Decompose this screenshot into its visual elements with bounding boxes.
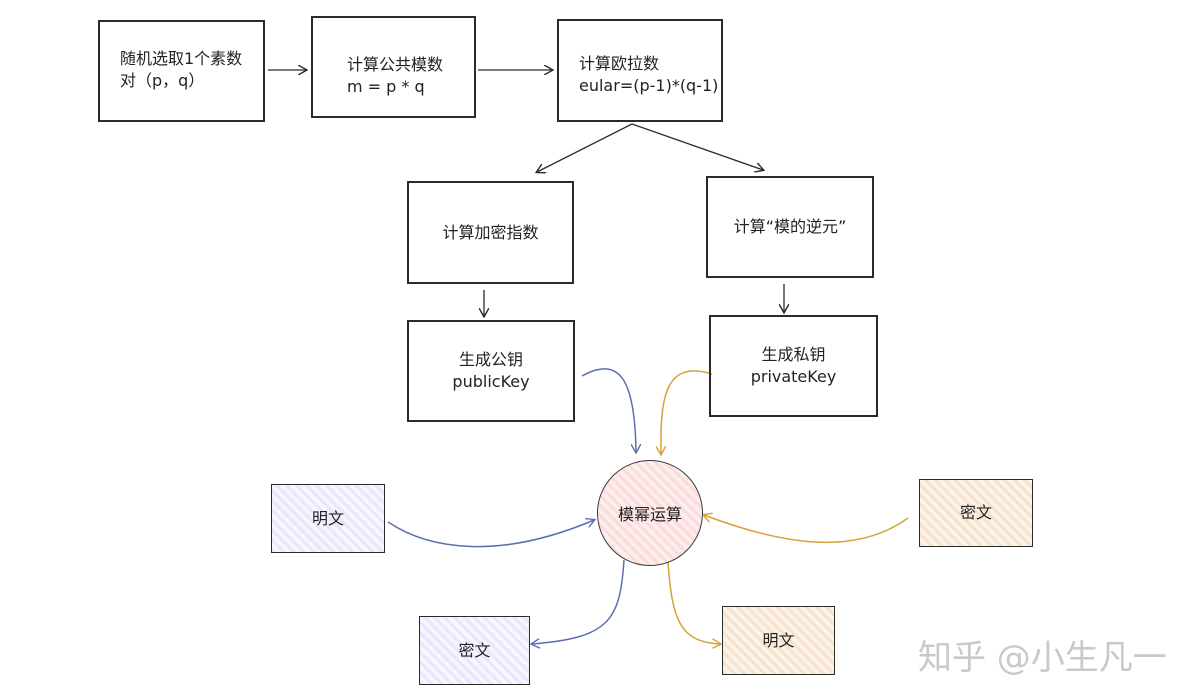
arrow-mod-power-to-ciphertext: [532, 559, 625, 644]
node-plaintext-input: 明文: [271, 484, 385, 553]
arrow-public-key-to-mod-power: [581, 368, 636, 452]
node-modular-inverse-label: 计算“模的逆元”: [733, 217, 847, 236]
node-public-key-line2: publicKey: [452, 372, 530, 391]
node-plaintext-output: 明文: [722, 606, 835, 675]
node-select-primes-line1: 随机选取1个素数: [120, 49, 243, 68]
node-ciphertext-output-label: 密文: [458, 640, 491, 660]
node-mod-power-label: 模幂运算: [617, 505, 682, 524]
node-euler-line1: 计算欧拉数: [579, 54, 660, 73]
zhihu-watermark: 知乎 @小生凡一: [918, 638, 1167, 678]
arrow-euler-to-modular-inverse: [631, 123, 763, 170]
node-select-primes-line2: 对（p，q）: [120, 71, 205, 90]
arrow-mod-power-to-plaintext: [667, 561, 720, 644]
arrow-private-key-to-mod-power: [661, 370, 713, 454]
node-euler-line2: eular=(p-1)*(q-1): [579, 76, 719, 95]
arrow-plaintext-to-mod-power: [387, 520, 594, 548]
node-mod-power: 模幂运算: [597, 460, 703, 566]
node-public-modulus-line1: 计算公共模数: [347, 55, 444, 74]
node-plaintext-input-label: 明文: [311, 508, 344, 528]
node-ciphertext-output: 密文: [419, 616, 530, 685]
node-select-primes: 随机选取1个素数 对（p，q）: [98, 20, 265, 122]
node-private-key-line2: privateKey: [750, 367, 837, 386]
arrow-euler-to-encrypt-exponent: [537, 123, 633, 172]
node-public-modulus: 计算公共模数 m = p * q: [311, 16, 476, 118]
arrow-ciphertext-to-mod-power: [704, 515, 909, 544]
node-encrypt-exponent: 计算加密指数: [407, 181, 574, 284]
node-encrypt-exponent-label: 计算加密指数: [442, 222, 539, 242]
node-ciphertext-input-label: 密文: [959, 503, 992, 522]
node-private-key-line1: 生成私钥: [761, 345, 826, 364]
node-public-key: 生成公钥 publicKey: [407, 320, 575, 422]
node-modular-inverse: 计算“模的逆元”: [706, 176, 874, 278]
node-public-modulus-line2: m = p * q: [347, 77, 425, 96]
node-public-key-line1: 生成公钥: [458, 350, 523, 369]
node-ciphertext-input: 密文: [919, 479, 1033, 547]
node-private-key: 生成私钥 privateKey: [709, 315, 878, 417]
node-plaintext-output-label: 明文: [762, 630, 795, 650]
node-euler: 计算欧拉数 eular=(p-1)*(q-1): [557, 19, 723, 122]
